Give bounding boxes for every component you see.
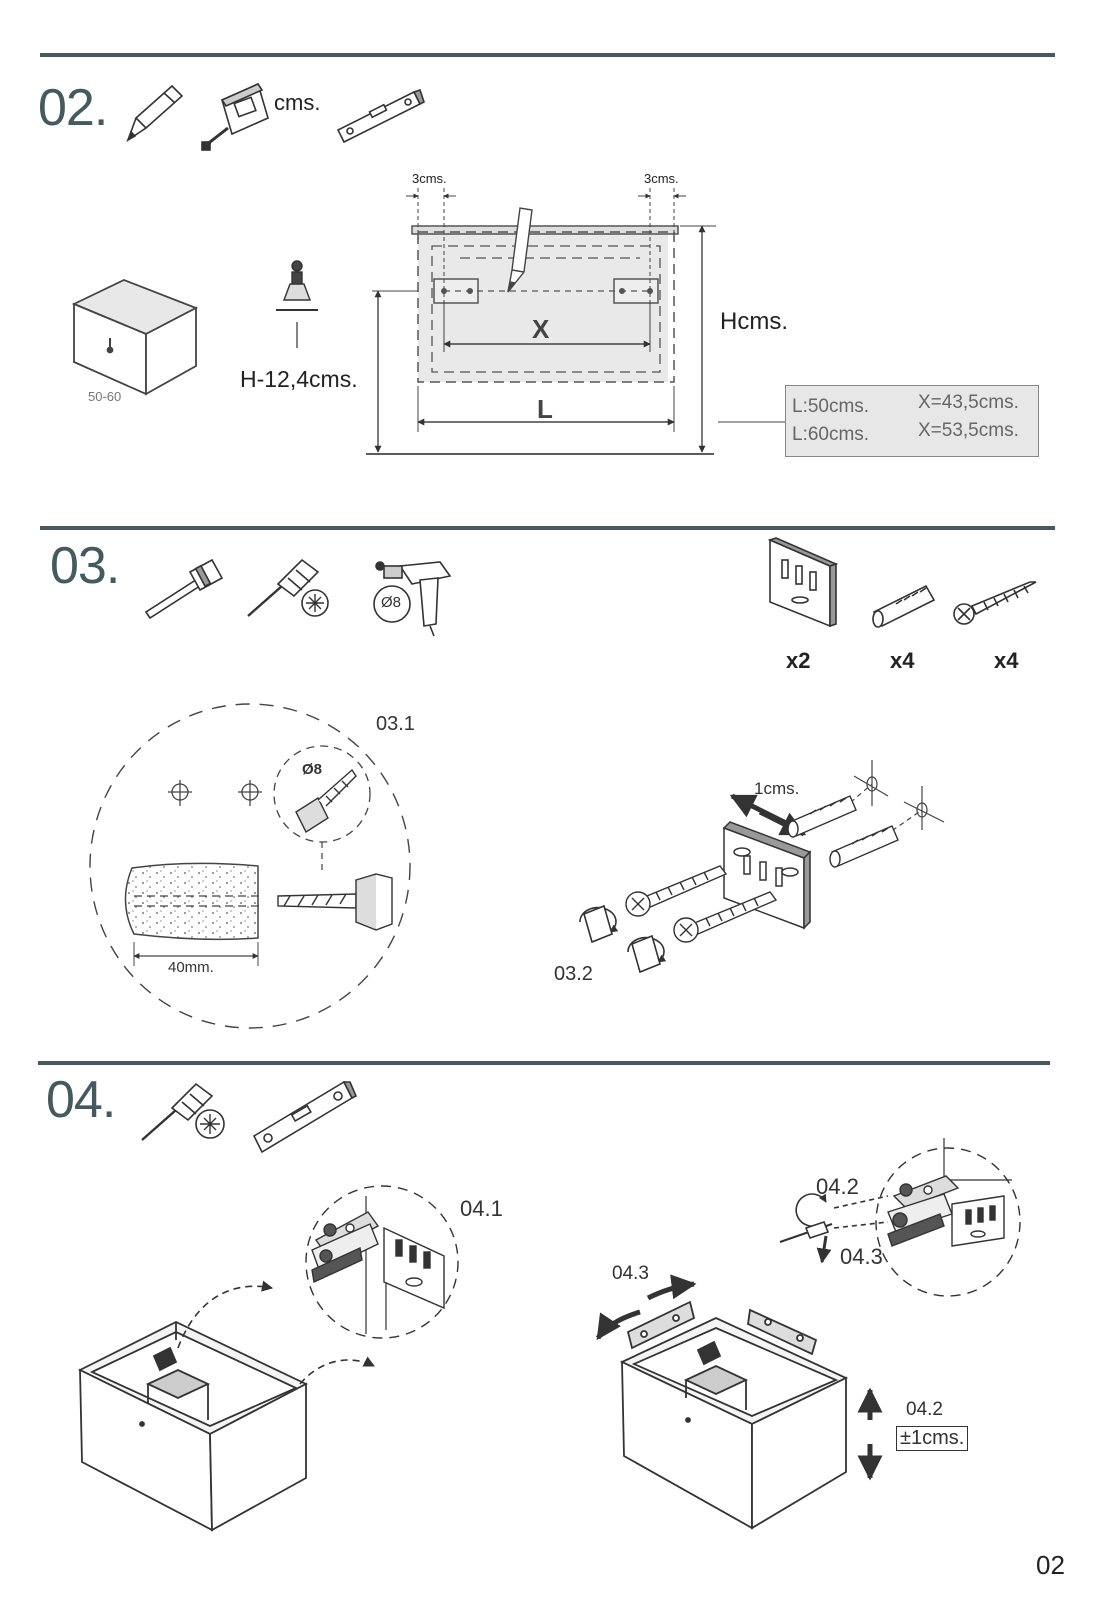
- adjust-04-3-label: 04.3: [612, 1263, 649, 1284]
- size-row-l-50: L:50cms.: [792, 396, 870, 417]
- page-number: 02: [1036, 1550, 1065, 1580]
- size-row-l-60: L:60cms.: [792, 424, 870, 445]
- bracket-part-icon: [767, 537, 839, 628]
- spirit-level-icon-04: [252, 1080, 358, 1154]
- spirit-level-icon: [336, 88, 425, 144]
- tape-unit-label: cms.: [274, 90, 321, 115]
- hammer-icon: [144, 558, 224, 620]
- size-row-x-60: X=53,5cms.: [918, 420, 1019, 441]
- detail-04-1-label: 04.1: [460, 1196, 503, 1221]
- size-table: L:50cms. X=43,5cms. L:60cms. X=53,5cms.: [785, 385, 1039, 457]
- cabinet-icon: [71, 279, 199, 396]
- drill-icon: [373, 561, 452, 637]
- step-03-number: 03.: [50, 537, 120, 595]
- detail-04-3-label: 04.3: [840, 1244, 883, 1269]
- mount-height-label: H-12,4cms.: [240, 366, 358, 392]
- pencil-icon: [126, 84, 184, 143]
- wall-plug-part-icon: [872, 584, 936, 628]
- adjust-04-2-label: 04.2: [906, 1399, 943, 1420]
- section-dividers: [38, 53, 1055, 1065]
- x-dimension-label: X: [532, 314, 550, 344]
- cabinet-right-04: [619, 1300, 849, 1530]
- pointer-arrows-04-1: [177, 1280, 376, 1385]
- detail-03-2-label: 03.2: [554, 963, 593, 985]
- bracket-qty: x2: [786, 648, 811, 673]
- cabinet-left-04: [77, 1320, 309, 1532]
- l-dimension-label: L: [537, 394, 553, 424]
- tape-measure-icon: [201, 82, 269, 151]
- detail-04-1: [305, 1185, 459, 1339]
- offset-left-label: 3cms.: [412, 171, 447, 186]
- level-figure-icon: [276, 260, 318, 348]
- detail-03-1: [89, 703, 411, 1029]
- recess-label: 1cms.: [754, 779, 800, 798]
- detail-04-2-label: 04.2: [816, 1174, 859, 1199]
- adjust-arrows-04-3: [595, 1274, 697, 1341]
- screw-qty: x4: [994, 648, 1019, 673]
- step-04-number: 04.: [46, 1071, 116, 1129]
- height-adjust-value: ±1cms.: [896, 1426, 969, 1451]
- size-row-x-50: X=43,5cms.: [918, 392, 1019, 413]
- screwdriver-icon-04: [141, 1082, 225, 1141]
- detail-04-2: [779, 1138, 1021, 1297]
- screw-part-icon: [953, 581, 1037, 625]
- offset-right-label: 3cms.: [644, 171, 679, 186]
- drill-bit-size-label: Ø8: [381, 594, 402, 611]
- drill-depth-label: 40mm.: [168, 959, 214, 976]
- cabinet-size-label: 50-60: [88, 389, 122, 404]
- step-02-number: 02.: [38, 79, 108, 137]
- wall-plug-qty: x4: [890, 648, 915, 673]
- detail-03-2: [579, 760, 945, 974]
- detail-drill-bit-label: Ø8: [302, 761, 323, 778]
- screwdriver-icon: [247, 558, 329, 617]
- cabinet-wall-diagram: [366, 188, 785, 455]
- height-label: Hcms.: [720, 308, 788, 335]
- detail-03-1-label: 03.1: [376, 713, 415, 735]
